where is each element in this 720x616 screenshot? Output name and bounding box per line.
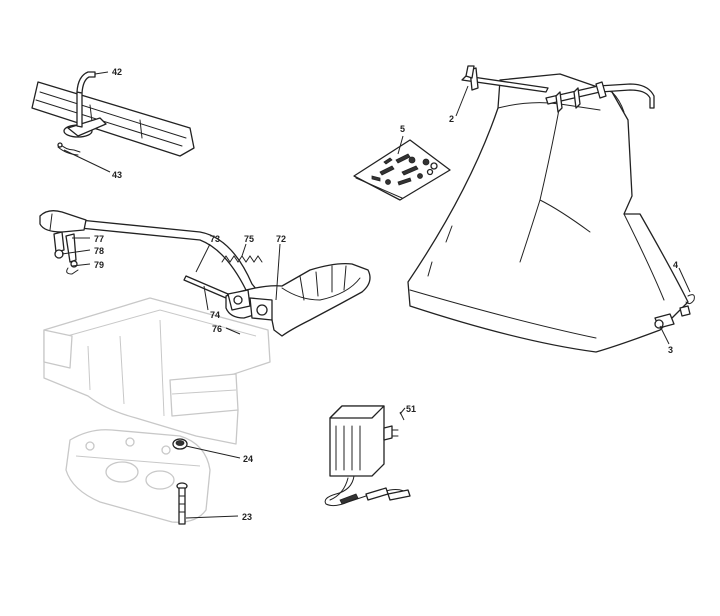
bolt-long: [176, 482, 188, 525]
callout-5: 5: [400, 124, 405, 134]
callout-2: 2: [449, 114, 454, 124]
grass-catcher-bag: [407, 73, 689, 353]
callout-23: 23: [242, 512, 252, 522]
battery-charger: [324, 405, 411, 507]
leader-lines: [61, 71, 691, 519]
pedal-bracket: [225, 262, 371, 337]
callout-78: 78: [94, 246, 104, 256]
callout-24: 24: [243, 454, 253, 464]
callout-43: 43: [112, 170, 122, 180]
callout-3: 3: [668, 345, 673, 355]
callout-79: 79: [94, 260, 104, 270]
callout-51: 51: [406, 404, 416, 414]
callout-72: 72: [276, 234, 286, 244]
hitch-bracket-assembly: [31, 71, 195, 157]
callout-76: 76: [212, 324, 222, 334]
callout-77: 77: [94, 234, 104, 244]
spring: [221, 255, 263, 263]
callout-74: 74: [210, 310, 220, 320]
hardware-pieces: [371, 153, 438, 186]
mower-frame-context: [43, 297, 271, 445]
nut: [172, 438, 188, 450]
callout-42: 42: [112, 67, 122, 77]
hardware-kit-bag: [353, 139, 451, 201]
rod: [183, 275, 229, 299]
callout-73: 73: [210, 234, 220, 244]
counterweight-block: [65, 429, 211, 523]
callout-75: 75: [244, 234, 254, 244]
callout-4: 4: [673, 260, 678, 270]
callout-labels: 42 43 5 2 4 3 77 78 79 73 75 72 74 76 24…: [94, 67, 678, 522]
lift-lever-handle: [39, 210, 263, 301]
bag-frame: [461, 65, 695, 329]
